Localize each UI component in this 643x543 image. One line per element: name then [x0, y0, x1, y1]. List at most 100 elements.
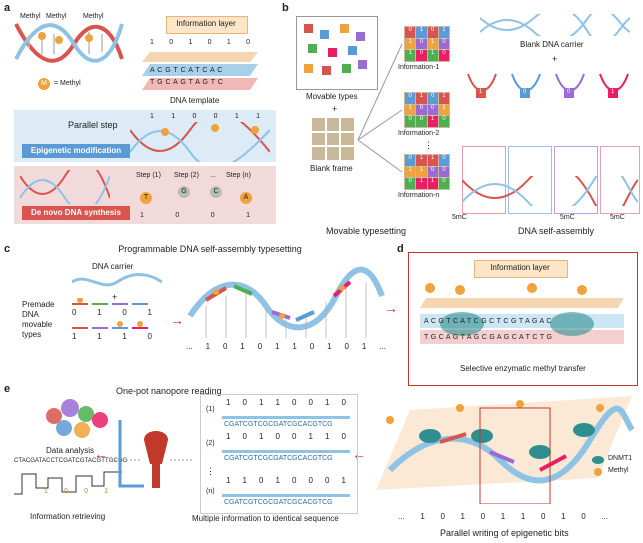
- bit: 1: [188, 39, 193, 46]
- panel-label-d: d: [397, 243, 404, 255]
- parallel-writing-caption: Parallel writing of epigenetic bits: [440, 528, 569, 538]
- bit: 0: [72, 308, 77, 317]
- row-strand-n: [222, 494, 350, 497]
- bit: 0: [259, 476, 264, 485]
- bit: 1: [420, 512, 425, 521]
- mc-label-2: 5mC: [560, 214, 575, 221]
- dnmt1-legend-label: DNMT1: [608, 455, 633, 462]
- bit: 1: [259, 398, 264, 407]
- panel-label-a: a: [4, 2, 11, 14]
- base-c: C: [210, 186, 222, 198]
- methyl-legend-icon: M: [38, 78, 50, 90]
- nanopore-signal: [14, 471, 122, 495]
- grid-cell: 1: [427, 155, 438, 166]
- bit: 1: [122, 332, 127, 341]
- grid-cell: 0: [405, 178, 416, 189]
- premade-bits-row2: 1 1 1 0: [72, 332, 152, 341]
- bit: 1: [226, 432, 231, 441]
- bit: 1: [325, 432, 330, 441]
- read-sequence: CTACGATACCTCGATCGTACGTTGCGG: [14, 458, 128, 464]
- bit: 0: [275, 432, 280, 441]
- bit: 1: [72, 332, 77, 341]
- step-label-1: Step (1): [136, 172, 161, 179]
- premade-label: Premade DNA movable types: [22, 300, 54, 340]
- grid-cell: 0: [427, 27, 438, 38]
- dna-template-layers: [142, 52, 258, 90]
- assembled-carrier: [187, 266, 385, 338]
- bit: 1: [292, 342, 297, 351]
- row-label-2: (2): [206, 440, 215, 447]
- bit: 0: [192, 113, 197, 120]
- grid-cell: 0: [416, 38, 427, 50]
- denovo-bits: 1 0 0 1: [140, 212, 250, 219]
- row-seq-1: CGATCGTCGCGATCGCACGTCG: [224, 421, 333, 428]
- bit: 0: [480, 512, 486, 521]
- row-seq-n: CGATCGTCGCGATCGCACGTCG: [224, 499, 333, 506]
- grid-cell: 1: [427, 50, 438, 61]
- grid-cell: 0: [405, 155, 416, 166]
- info-retrieving-label: Information retrieving: [30, 512, 106, 521]
- bit: 0: [222, 342, 228, 351]
- grid-cell: 0: [405, 27, 416, 38]
- info-layer-label: Information layer: [176, 19, 236, 28]
- bit: 1: [150, 113, 154, 120]
- bit: 1: [275, 476, 280, 485]
- bit: 0: [325, 476, 330, 485]
- grid-cell: 0: [427, 104, 438, 116]
- panel-e-caption: Multiple information to identical sequen…: [192, 514, 339, 523]
- panel-e-title: One-pot nanopore reading: [116, 386, 222, 396]
- enzymatic-seq-bottom: T G C A G T A G C G A G C A T C T G: [424, 334, 553, 341]
- bit: 1: [460, 512, 465, 521]
- bit: 1: [327, 342, 332, 351]
- row-seq-2: CGATCGTCGCGATCGCACGTCG: [224, 455, 333, 462]
- grid-cell: 0: [438, 38, 449, 50]
- bit: 1: [500, 512, 506, 521]
- row-strand-1: [222, 416, 350, 419]
- enzymatic-seq-top: A C G T C A T C G C T C G T A G A C: [424, 318, 552, 325]
- grid-cell: 1: [416, 166, 427, 178]
- methyl-label-1: Methyl: [20, 13, 41, 20]
- bit: 0: [64, 488, 68, 495]
- grid-cell: 1: [427, 38, 438, 50]
- row-dots: ⋮: [206, 466, 215, 476]
- plus-sign: +: [332, 104, 338, 114]
- grid-cell: 0: [427, 93, 438, 104]
- plus-sign-c: +: [112, 292, 118, 302]
- movable-types-label: Movable types: [306, 92, 358, 101]
- bit: 0: [210, 212, 215, 219]
- row-strand-2: [222, 450, 350, 453]
- step-label-n: Step (n): [226, 172, 251, 179]
- denovo-helix: [20, 170, 110, 204]
- assembled-box-2: [508, 146, 552, 214]
- data-analysis-label: Data analysis: [46, 446, 95, 455]
- movable-types-glyphs: [304, 24, 367, 75]
- grid-cell: 1: [416, 93, 427, 104]
- parallel-helix: [130, 122, 270, 162]
- bit: 1: [361, 342, 367, 351]
- bit: 0: [341, 432, 346, 441]
- bit: 1: [234, 113, 239, 120]
- bit: 0: [84, 488, 88, 495]
- grid-cell: 1: [416, 27, 427, 38]
- type-bit-2: 0: [523, 89, 527, 95]
- grid-cell: 0: [438, 50, 449, 61]
- grid-cell: 0: [438, 155, 449, 166]
- bit: 0: [581, 512, 586, 521]
- blank-dna-carrier: [480, 14, 630, 36]
- info-grid-2: 0 1 0 1 1 0 0 1 0 0 1 0: [404, 92, 450, 128]
- typesetting-connectors: [357, 43, 403, 173]
- step-dots: ...: [210, 172, 216, 179]
- bit: 1: [226, 476, 231, 485]
- arrow-d-to-e: ←: [352, 446, 366, 462]
- grid-cell: 0: [405, 93, 416, 104]
- type-bit-1: 1: [479, 89, 483, 95]
- movable-types-box: [296, 16, 378, 90]
- bit: 1: [240, 342, 245, 351]
- info-layer-box-d: [474, 260, 568, 278]
- bit: 1: [147, 308, 152, 317]
- blank-frame-label: Blank frame: [310, 164, 353, 173]
- bit: 0: [169, 39, 174, 46]
- grid-cell: 1: [405, 104, 416, 116]
- bit: 1: [140, 212, 144, 219]
- assembled-helix: [462, 176, 638, 206]
